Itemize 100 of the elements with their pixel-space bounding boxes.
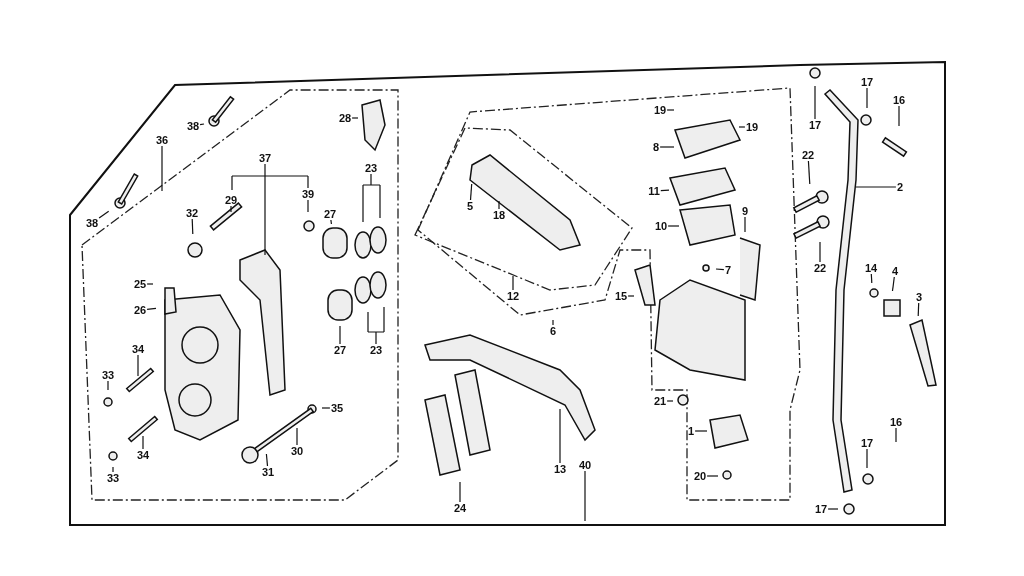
leader-line (339, 325, 341, 345)
leader-line (660, 189, 670, 192)
callout-number: 34 (135, 449, 151, 461)
leader-line (142, 435, 144, 450)
callout-number: 24 (452, 502, 468, 514)
callout-number: 38 (84, 217, 100, 229)
callout-number: 27 (322, 208, 338, 220)
callout-number: 33 (105, 472, 121, 484)
leader-line (459, 481, 461, 503)
callout-number: 16 (891, 94, 907, 106)
callout-number: 25 (132, 278, 148, 290)
leader-line (98, 210, 110, 219)
leader-line (866, 448, 868, 469)
leader-line (307, 199, 309, 213)
callout-number: 15 (613, 290, 629, 302)
leader-line (191, 218, 194, 235)
callout-number: 30 (289, 445, 305, 457)
callout-number: 21 (652, 395, 668, 407)
callout-number: 27 (332, 344, 348, 356)
callout-number: 22 (812, 262, 828, 274)
leader-line (296, 427, 298, 446)
callout-number: 9 (740, 205, 750, 217)
leader-line (230, 205, 232, 213)
callout-number: 14 (863, 262, 879, 274)
leader-line (199, 123, 205, 126)
leader-line (866, 87, 868, 109)
leader-line (321, 407, 331, 409)
callout-number: 12 (505, 290, 521, 302)
callout-number: 20 (692, 470, 708, 482)
leader-line (744, 216, 746, 233)
callout-number: 33 (100, 369, 116, 381)
callout-number: 3 (914, 291, 924, 303)
leader-line (819, 241, 821, 263)
leader-line (855, 186, 897, 188)
callout-number: 37 (257, 152, 273, 164)
leader-line (107, 380, 109, 391)
leader-line (827, 508, 839, 510)
leader-line (627, 295, 635, 297)
leader-line (512, 275, 514, 291)
callout-number: 19 (652, 104, 668, 116)
callout-number: 18 (491, 209, 507, 221)
leader-line (146, 307, 157, 310)
leader-line (584, 470, 586, 522)
callout-number: 29 (223, 194, 239, 206)
callout-number: 17 (813, 503, 829, 515)
callout-number: 17 (807, 119, 823, 131)
callout-number: 39 (300, 188, 316, 200)
callout-number: 35 (329, 402, 345, 414)
callout-number: 10 (653, 220, 669, 232)
leader-line (738, 126, 746, 128)
leader-line (367, 306, 385, 345)
leader-line (362, 173, 381, 223)
callout-number: 32 (184, 207, 200, 219)
leader-line (137, 354, 139, 377)
leader-line (706, 475, 719, 477)
callout-number: 23 (368, 344, 384, 356)
callout-number: 5 (465, 200, 475, 212)
leader-line (112, 466, 114, 473)
callout-number: 22 (800, 149, 816, 161)
callout-number: 16 (888, 416, 904, 428)
callout-number: 8 (651, 141, 661, 153)
callout-number: 13 (552, 463, 568, 475)
leader-line (330, 219, 332, 225)
leader-line (666, 400, 674, 402)
callout-number: 17 (859, 437, 875, 449)
leader-line (559, 408, 561, 464)
callout-number: 38 (185, 120, 201, 132)
leader-line (659, 146, 675, 148)
callout-number: 19 (744, 121, 760, 133)
callout-number: 11 (647, 185, 661, 197)
leader-line (870, 273, 873, 284)
callout-number: 34 (130, 343, 146, 355)
callout-number: 28 (337, 112, 353, 124)
callout-number: 23 (363, 162, 379, 174)
callout-number: 7 (723, 264, 733, 276)
callout-number: 36 (154, 134, 170, 146)
leader-line (469, 183, 473, 201)
leader-line (715, 268, 725, 271)
leader-line (814, 85, 816, 120)
callout-number: 2 (895, 181, 905, 193)
callout-number: 4 (890, 265, 900, 277)
leader-line (552, 319, 554, 326)
leader-line (666, 109, 675, 111)
leader-line (898, 105, 900, 127)
leader-line (895, 427, 897, 443)
leader-line (917, 302, 920, 317)
leader-line (807, 160, 811, 185)
leader-line (667, 225, 680, 227)
leader-line (146, 283, 154, 285)
callout-number: 1 (686, 425, 696, 437)
callout-number: 40 (577, 459, 593, 471)
leader-line (265, 453, 269, 467)
callout-number: 26 (132, 304, 148, 316)
callout-number: 17 (859, 76, 875, 88)
leader-line (694, 430, 708, 432)
leader-line (231, 163, 309, 256)
leader-line (161, 145, 163, 192)
callout-number: 31 (260, 466, 276, 478)
leader-line (891, 276, 895, 292)
leader-line (351, 117, 359, 119)
